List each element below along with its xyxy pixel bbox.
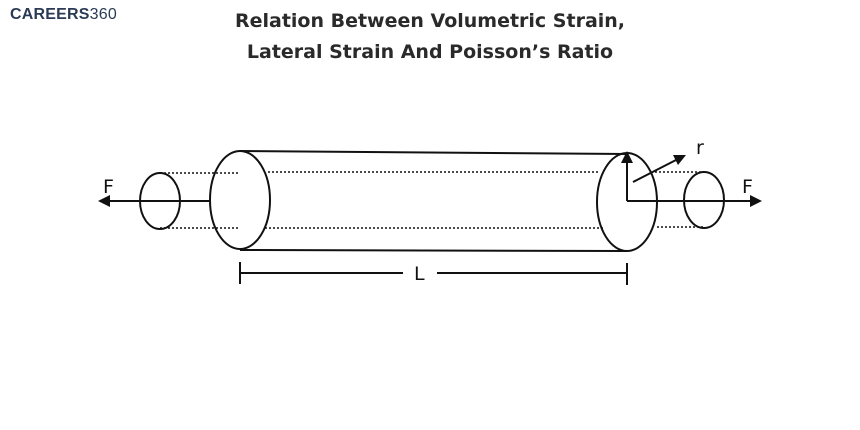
diagram-title: Relation Between Volumetric Strain, Late… [180,6,680,68]
force-label-left: F [103,176,114,198]
force-label-right: F [742,176,753,198]
radius-line [632,159,677,183]
radius-arrowhead [673,155,686,165]
cylinder-top-edge [239,150,628,155]
cylinder-bottom-edge [239,249,628,252]
cylinder-left-face [209,150,271,250]
force-arrowhead-right [750,195,762,207]
radius-vertical-arrowhead [621,151,633,163]
careers360-logo: CAREERS360 [10,6,117,24]
length-label: L [414,263,425,285]
title-line-1: Relation Between Volumetric Strain, [234,10,626,32]
logo-word: CAREERS [10,6,90,23]
radius-label: r [696,137,704,159]
logo-number: 360 [89,6,117,23]
force-arrowhead-left [98,195,110,207]
title-line-2: Lateral Strain And Poisson’s Ratio [246,41,614,63]
